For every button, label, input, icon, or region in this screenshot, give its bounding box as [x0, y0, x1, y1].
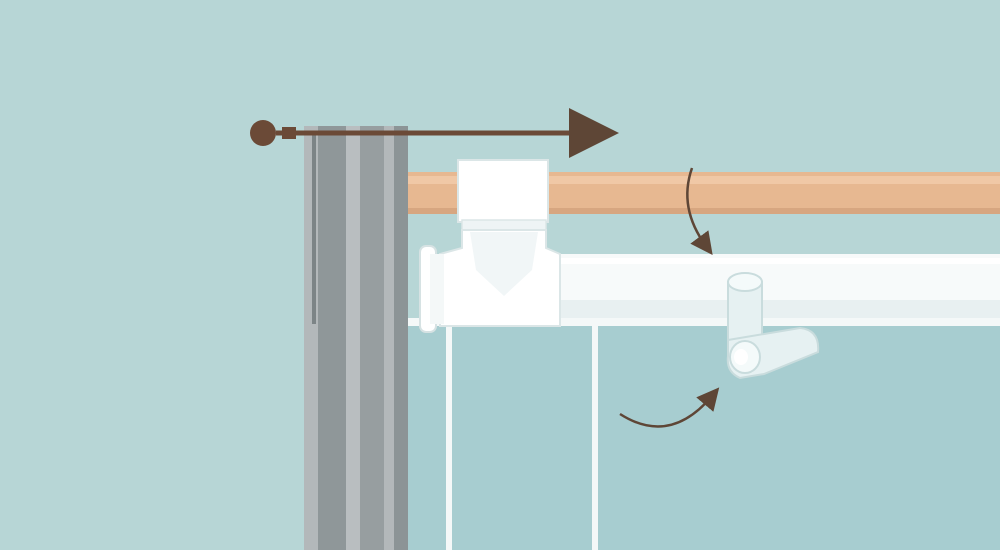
window-mullion-right — [592, 322, 598, 550]
white-pipe — [540, 254, 1000, 318]
tee-end-neck — [430, 254, 444, 324]
window — [408, 318, 1000, 550]
window-glass — [408, 322, 1000, 550]
curtain-fold-3 — [346, 126, 360, 550]
curved-arrow-down-icon — [686, 167, 713, 256]
window-mullion-left — [446, 322, 452, 550]
wooden-rod-shade — [408, 208, 1000, 214]
curtain-fold-4 — [360, 126, 384, 550]
pipe-tee-connector-icon — [419, 159, 561, 333]
wooden-rod-highlight — [408, 176, 1000, 184]
curtain-rod-with-finial-icon — [250, 108, 619, 158]
curtain-fold-2 — [318, 126, 346, 550]
window-frame-top — [408, 318, 1000, 326]
pipe-highlight — [540, 258, 1000, 264]
elbow-top-opening — [727, 272, 763, 292]
rod-finial — [250, 120, 276, 146]
elbow-side-hole — [734, 349, 748, 365]
curtain-fold-5 — [384, 126, 394, 550]
tee-top-cap — [457, 159, 549, 223]
tee-body-shading — [470, 232, 538, 296]
curtain-seam — [312, 134, 316, 324]
rod-bracket — [282, 127, 296, 139]
tee-collar — [461, 219, 547, 231]
curtain-fold-6 — [394, 126, 408, 550]
curved-arrow-up-right-icon — [619, 387, 720, 428]
pipe-elbow-fitting-icon — [726, 272, 820, 380]
curtain — [304, 126, 408, 550]
pipe-shadow — [540, 300, 1000, 318]
